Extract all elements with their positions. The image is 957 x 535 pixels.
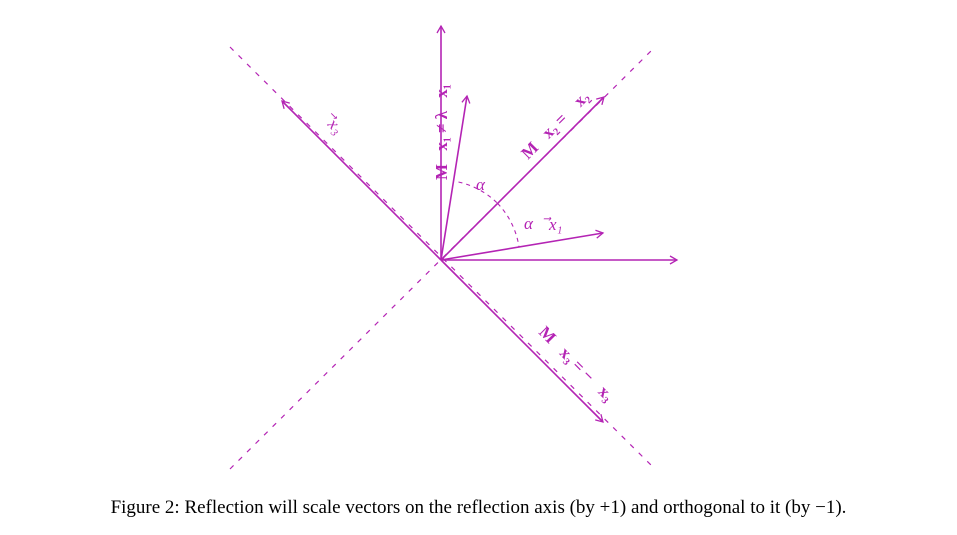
label-mx2: M⃗x₂ = ⃗x₂: [517, 87, 593, 163]
angle-arc-upper: [458, 181, 498, 204]
reflection-axis: [229, 46, 656, 470]
label-x3: ⃗x₃: [320, 110, 347, 137]
vector-mx1: [440, 94, 471, 261]
vector-x1: [440, 229, 605, 261]
figure-caption: Figure 2: Reflection will scale vectors …: [110, 497, 847, 518]
label-alpha-lower: α: [524, 214, 534, 233]
angle-arc-lower: [497, 203, 520, 248]
vector-mx3: [440, 259, 604, 423]
vector-x3: [281, 100, 442, 261]
orthogonal-axis: [229, 46, 656, 470]
label-alpha-upper: α: [476, 175, 486, 194]
label-mx1: M⃗x₁ ≠ λ⃗x₁: [432, 84, 451, 180]
vector-x2: [440, 96, 605, 261]
label-x1: ⃗x₁: [543, 215, 562, 234]
reflection-diagram: M⃗x₁ ≠ λ⃗x₁ M⃗x₂ = ⃗x₂ M⃗x₃ = −⃗x₃ ⃗x₃ ⃗…: [229, 24, 679, 470]
label-mx3: M⃗x₃ = −⃗x₃: [535, 322, 617, 404]
